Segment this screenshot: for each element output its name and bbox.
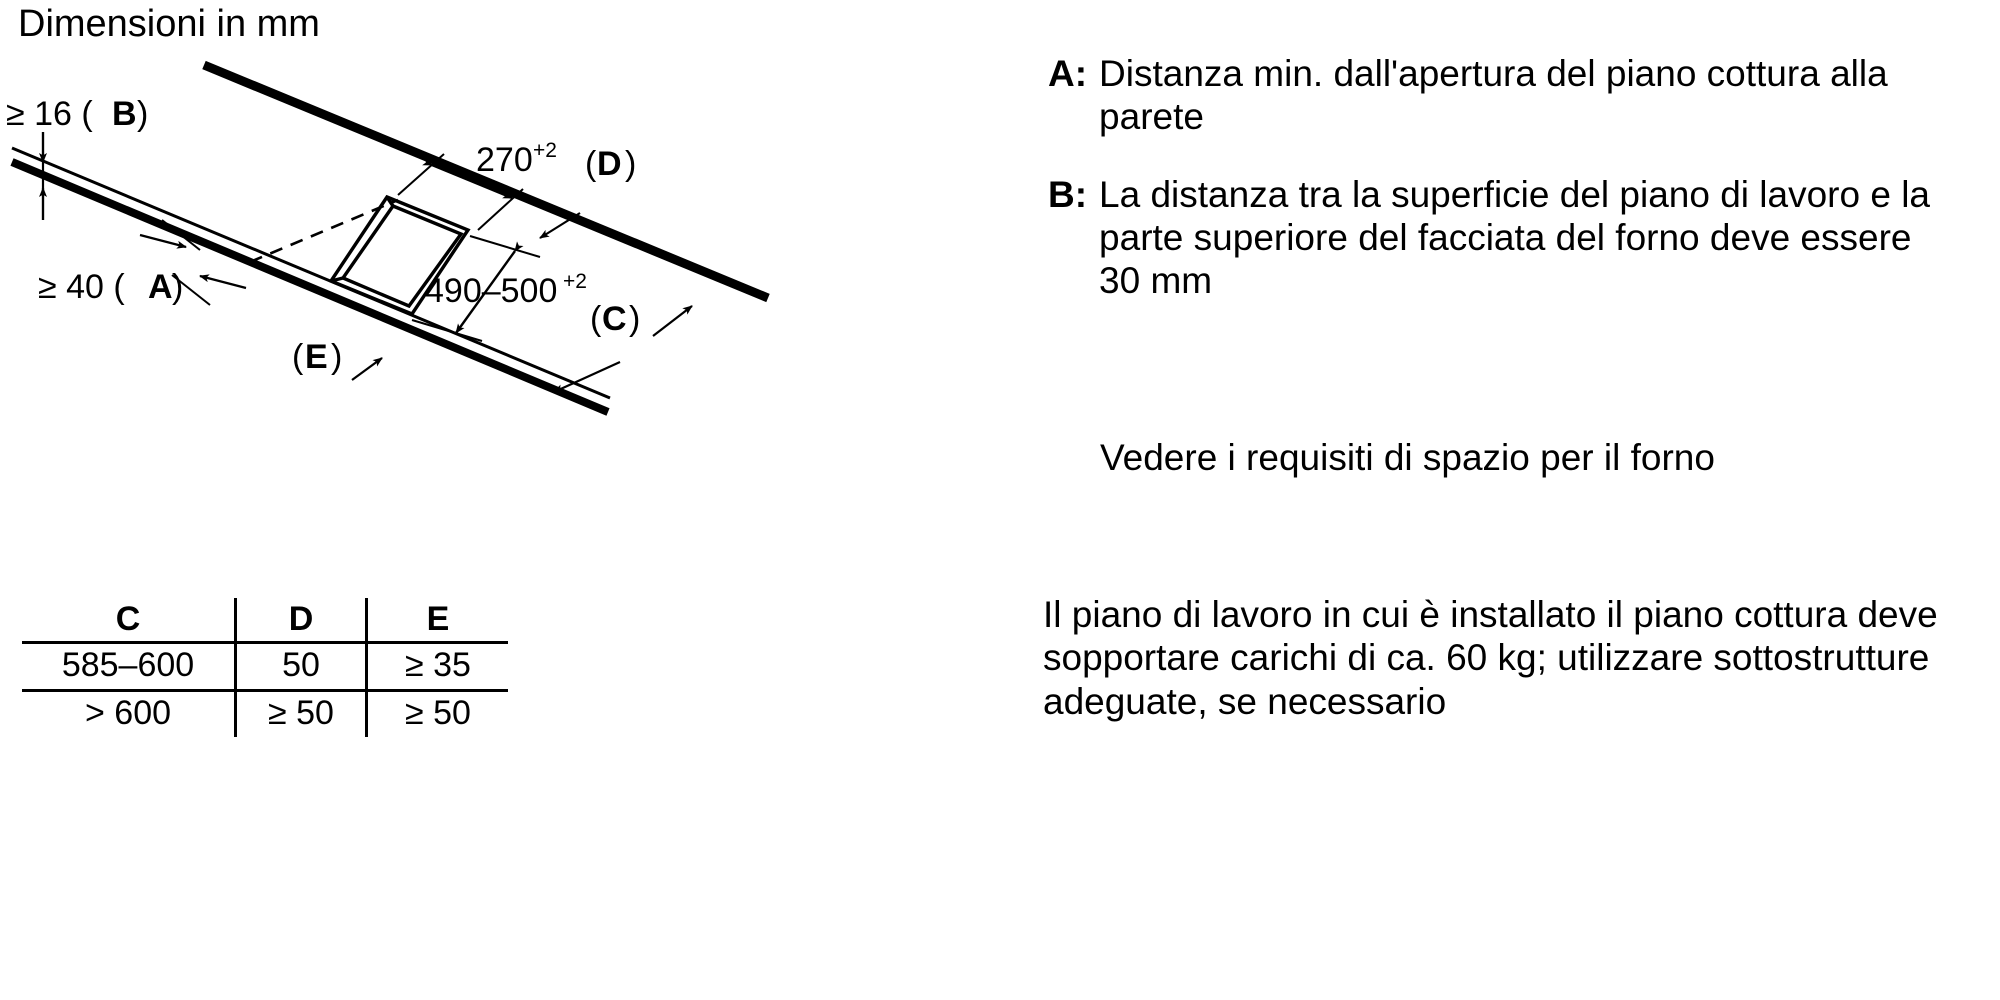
legend-note-b-text: La distanza tra la superficie del piano … (1099, 173, 1930, 302)
hidden-projection-line (249, 198, 399, 264)
oven-space-note: Vedere i requisiti di spazio per il forn… (1100, 437, 1715, 478)
installation-diagram: 270 +2 490–500 +2 ≥ 16 ( B ) ≥ 40 ( (0, 40, 1000, 440)
dimension-490-500-label: 490–500 (425, 272, 557, 310)
callout-d: ( D ) (539, 145, 636, 239)
dimension-a-value: ≥ 40 ( (38, 268, 125, 306)
dimension-490-500-tolerance: +2 (563, 270, 587, 293)
dimension-a-close: ) (172, 268, 183, 306)
dimension-270: 270 +2 (397, 139, 557, 231)
dimension-b-thickness: ≥ 16 ( B ) (6, 95, 148, 220)
table-cell-e: ≥ 35 (365, 642, 508, 692)
table-cell-d: ≥ 50 (234, 690, 367, 737)
table-cell-c: > 600 (84, 694, 172, 732)
dimension-270-tolerance: +2 (533, 139, 557, 162)
clearance-table: C D E 585–600 50 ≥ 35 > 600 ≥ 50 ≥ 50 (22, 598, 508, 737)
legend-note-b-key: B: (1048, 173, 1088, 215)
diagram-svg: 270 +2 490–500 +2 ≥ 16 ( B ) ≥ 40 ( (6, 60, 770, 416)
table-row: 585–600 50 ≥ 35 (22, 642, 508, 692)
table-header-row: C D E (22, 598, 508, 644)
callout-e-letter: E (305, 338, 328, 376)
callout-c-letter: C (602, 300, 627, 338)
dimension-b-close: ) (137, 95, 148, 133)
dimension-b-letter: B (112, 95, 137, 133)
callout-e: ( E ) (292, 338, 383, 381)
callout-c: ( C ) (553, 300, 693, 394)
table-cell-c: 585–600 (22, 642, 236, 692)
table-header-d: D (234, 598, 367, 644)
callout-d-letter: D (597, 145, 622, 183)
table-cell-d: 50 (234, 642, 367, 692)
legend-note-a: A: Distanza min. dall'apertura del piano… (1048, 52, 1948, 139)
callout-e-open: ( (292, 338, 304, 376)
table-cell-e: ≥ 50 (365, 690, 508, 737)
callout-e-close: ) (331, 338, 342, 376)
legend-notes: A: Distanza min. dall'apertura del piano… (1048, 52, 1948, 336)
dimension-a-clearance: ≥ 40 ( A ) (38, 219, 247, 306)
cooktop-cutout (328, 194, 471, 317)
callout-c-close: ) (629, 300, 640, 338)
callout-d-open: ( (585, 145, 597, 183)
dimension-270-label: 270 (476, 141, 533, 179)
legend-note-a-key: A: (1048, 53, 1088, 94)
dimension-490-500: 490–500 +2 (411, 235, 587, 342)
callout-c-open: ( (590, 300, 602, 338)
dimension-b-value: ≥ 16 ( (6, 95, 93, 133)
table-row: > 600 ≥ 50 ≥ 50 (22, 690, 508, 737)
dimension-a-letter: A (148, 268, 173, 306)
table-header-e: E (365, 598, 508, 644)
table-header-c: C (22, 598, 236, 644)
legend-note-a-text: Distanza min. dall'apertura del piano co… (1099, 53, 1888, 138)
worktop-load-note: Il piano di lavoro in cui è installato i… (1043, 594, 1938, 722)
legend-note-b: B: La distanza tra la superficie del pia… (1048, 173, 1948, 303)
worktop-front-edge (10, 146, 611, 416)
page-title: Dimensioni in mm (18, 3, 320, 45)
callout-d-close: ) (625, 145, 636, 183)
